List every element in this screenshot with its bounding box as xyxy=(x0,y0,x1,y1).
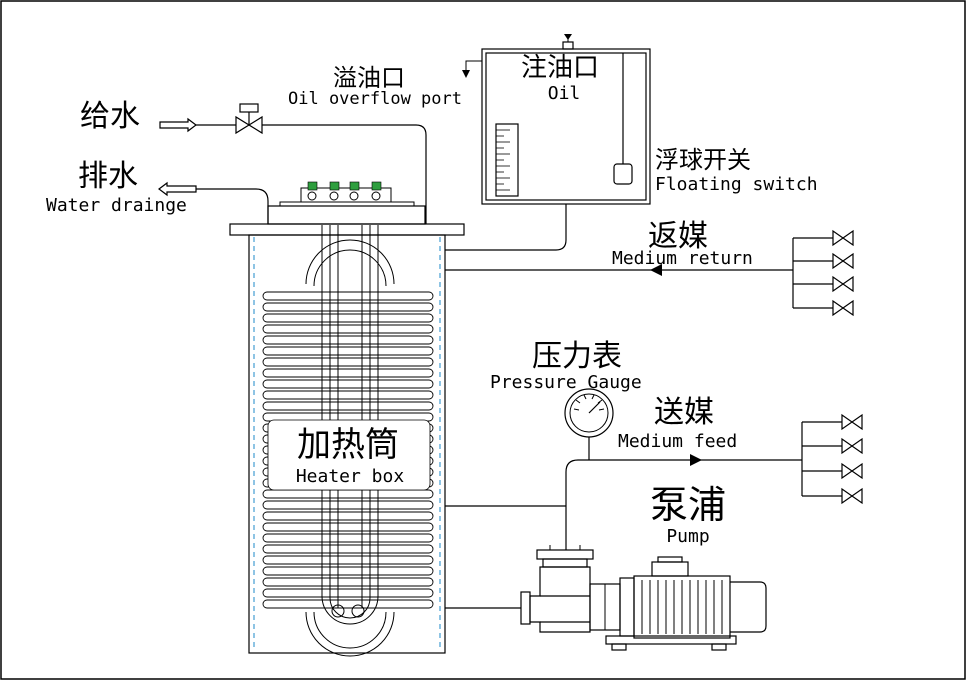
pump-en-label: Pump xyxy=(666,526,709,547)
feed-valve-manifold xyxy=(802,413,863,505)
water-drain-en-label: Water drainge xyxy=(46,195,187,216)
return-valve-4 xyxy=(793,299,854,317)
water-drain-line xyxy=(158,181,269,224)
feed-valve-2 xyxy=(802,437,863,455)
return-valve-3 xyxy=(793,275,854,293)
medium-return-cn-label: 返媒 xyxy=(648,219,708,254)
heating-element xyxy=(305,225,395,657)
medium-return-en-label: Medium return xyxy=(612,248,753,269)
oil-overflow-cn-label: 溢油口 xyxy=(333,64,405,92)
pump-cn-label: 泵浦 xyxy=(650,483,726,527)
feed-valve-4 xyxy=(802,487,863,505)
pressure-gauge xyxy=(564,388,614,460)
pressure-gauge-cn-label: 压力表 xyxy=(532,339,622,374)
heater-box-en-label: Heater box xyxy=(296,466,405,487)
heater-label-box xyxy=(267,419,431,491)
water-feed-line xyxy=(159,103,427,224)
oil-overflow-en-label: Oil overflow port xyxy=(288,89,462,109)
oil-fill-en-label: Oil xyxy=(548,83,581,104)
float-switch-cn-label: 浮球开关 xyxy=(655,146,751,174)
medium-feed-en-label: Medium feed xyxy=(618,431,737,452)
water-drain-cn-label: 排水 xyxy=(78,159,138,194)
pressure-gauge-en-label: Pressure Gauge xyxy=(490,372,642,393)
electrical-terminals xyxy=(300,181,392,203)
medium-feed-line xyxy=(565,413,863,550)
oil-fill-cn-label: 注油口 xyxy=(521,53,599,83)
medium-feed-cn-label: 送媒 xyxy=(654,395,714,430)
return-valve-manifold xyxy=(793,229,854,317)
return-valve-1 xyxy=(793,229,854,247)
float-switch-en-label: Floating switch xyxy=(655,174,818,195)
tank-connection-line xyxy=(445,204,567,251)
feed-valve-3 xyxy=(802,462,863,480)
return-valve-2 xyxy=(793,252,854,270)
water-feed-cn-label: 给水 xyxy=(80,99,140,134)
pump xyxy=(520,545,767,651)
medium-return-line xyxy=(445,229,854,317)
heater-box-cn-label: 加热筒 xyxy=(297,425,399,465)
feed-valve-1 xyxy=(802,413,863,431)
